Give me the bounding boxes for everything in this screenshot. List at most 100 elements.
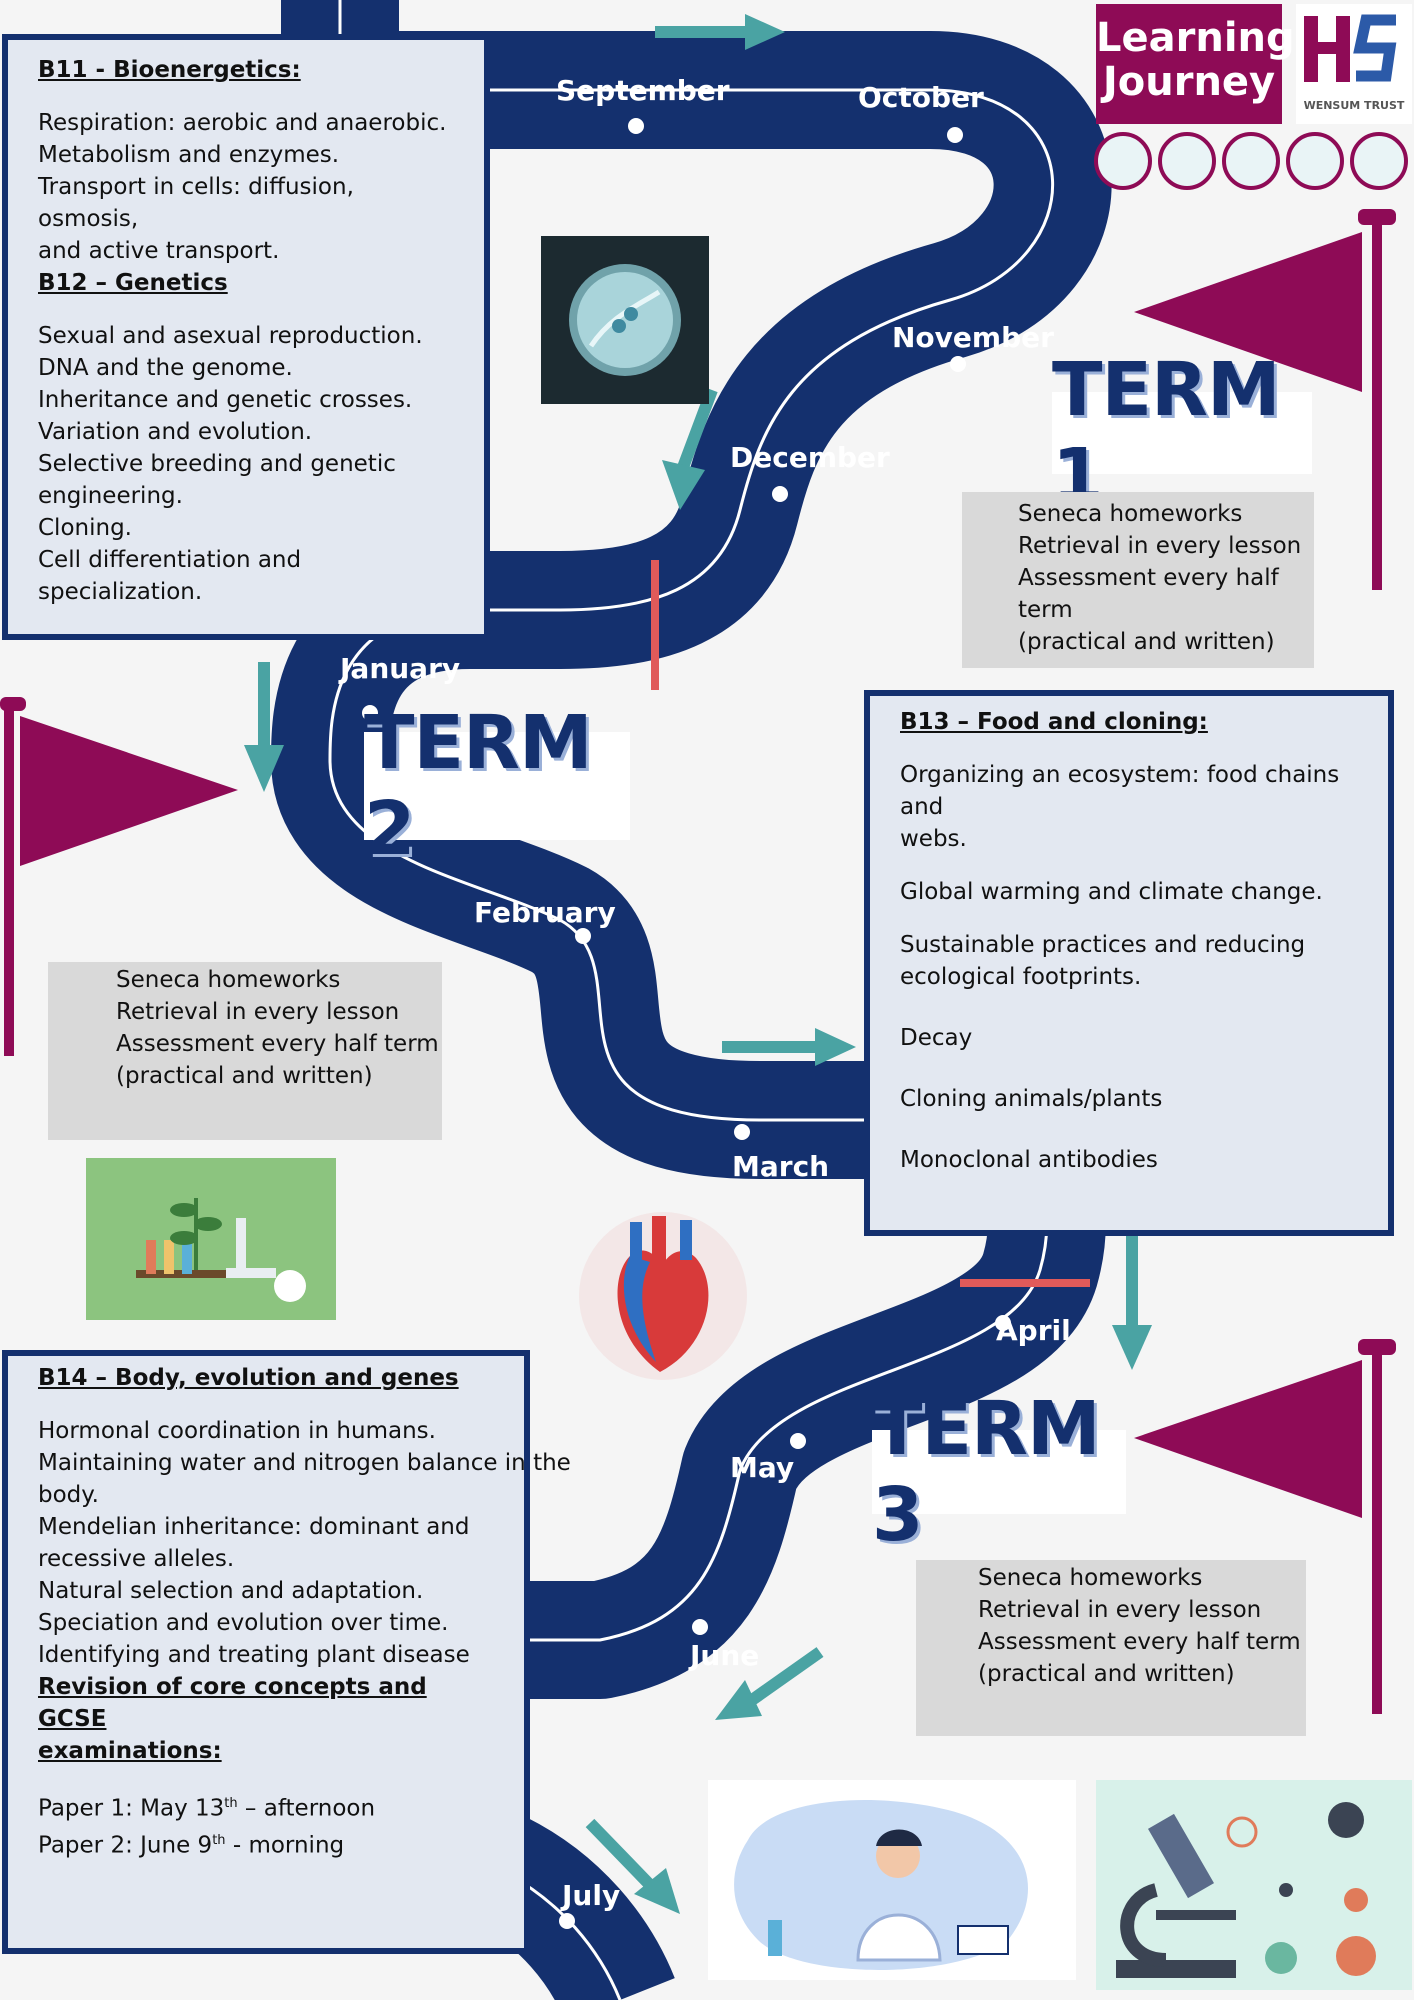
- b13-item: ecological footprints.: [900, 964, 1142, 990]
- b12-item: Selective breeding and genetic: [38, 451, 396, 477]
- b12-item: Cell differentiation and specialization.: [38, 547, 302, 605]
- hs-monogram-icon: [1304, 14, 1397, 82]
- b13-item: Monoclonal antibodies: [900, 1147, 1158, 1173]
- assessment-line: Assessment every half term: [978, 1629, 1301, 1655]
- paper1-text: Paper 1: May 13: [38, 1795, 225, 1822]
- arrow-down-icon: [1112, 1234, 1152, 1370]
- cell-division-image: [541, 236, 709, 404]
- assessment-line: (practical and written): [116, 1063, 373, 1089]
- month-january: January: [338, 652, 460, 685]
- b14-item: Maintaining water and nitrogen balance i…: [38, 1450, 571, 1476]
- term2-label: TERM 2: [364, 700, 630, 872]
- paper1-date: Paper 1: May 13th – afternoon: [38, 1788, 494, 1825]
- learning-journey-logo: Learning Journey: [1096, 4, 1295, 124]
- trust-logo: WENSUM TRUST: [1296, 4, 1412, 124]
- term3-assessment-box: Seneca homeworks Retrieval in every less…: [916, 1560, 1306, 1736]
- b13-item: Organizing an ecosystem: food chains and: [900, 762, 1340, 820]
- arrow-down-left-icon: [715, 1647, 824, 1720]
- month-june: June: [688, 1639, 759, 1672]
- b12-item: engineering.: [38, 483, 183, 509]
- month-dot: [772, 486, 788, 502]
- month-dot: [950, 356, 966, 372]
- lightbulb-head-icon: [1158, 132, 1216, 190]
- revision-heading: Revision of core concepts and GCSE: [38, 1674, 427, 1732]
- collaboration-icon: [1222, 132, 1280, 190]
- paper2-suffix: th: [212, 1832, 226, 1848]
- term1-label: TERM 1: [1052, 347, 1312, 519]
- month-dot: [947, 127, 963, 143]
- b12-item: DNA and the genome.: [38, 355, 293, 381]
- discipline-icon: [1350, 132, 1408, 190]
- month-november: November: [892, 321, 1054, 354]
- b14-item: Natural selection and adaptation.: [38, 1578, 424, 1604]
- term1-assessment-box: Seneca homeworks Retrieval in every less…: [962, 492, 1314, 668]
- month-may: May: [730, 1451, 794, 1484]
- lab-plant-image: [86, 1158, 336, 1320]
- month-dot: [362, 705, 378, 721]
- assessment-line: Seneca homeworks: [978, 1565, 1203, 1591]
- b13-topic-box: B13 – Food and cloning: Organizing an ec…: [864, 690, 1394, 1236]
- arrow-down-icon: [244, 662, 284, 792]
- b14-item: Mendelian inheritance: dominant and: [38, 1514, 470, 1540]
- b12-item: Inheritance and genetic crosses.: [38, 387, 413, 413]
- month-july: July: [560, 1879, 620, 1912]
- month-february: February: [474, 896, 616, 929]
- b13-item: webs.: [900, 826, 967, 852]
- b13-item: Decay: [900, 1025, 973, 1051]
- term3-label: TERM 3: [872, 1386, 1126, 1558]
- b12-heading: B12 – Genetics: [38, 270, 228, 296]
- b11-item: and active transport.: [38, 238, 280, 264]
- b13-heading: B13 – Food and cloning:: [900, 709, 1208, 735]
- paper2-text: Paper 2: June 9: [38, 1832, 213, 1859]
- arrow-down-right-icon: [585, 1818, 680, 1914]
- month-dot: [995, 1315, 1011, 1331]
- assessment-line: Assessment every half term: [116, 1031, 439, 1057]
- b12-item: Sexual and asexual reproduction.: [38, 323, 423, 349]
- paper2-session: - morning: [225, 1832, 345, 1859]
- paper1-session: – afternoon: [237, 1795, 376, 1822]
- paper2-date: Paper 2: June 9th - morning: [38, 1825, 494, 1862]
- assessment-line: (practical and written): [1018, 629, 1275, 655]
- assessment-line: (practical and written): [978, 1661, 1235, 1687]
- b14-item: Hormonal coordination in humans.: [38, 1418, 436, 1444]
- term1-flag: [1134, 209, 1396, 590]
- arrow-right-icon: [722, 1028, 856, 1066]
- assessment-line: Seneca homeworks: [1018, 501, 1243, 527]
- month-december: December: [730, 441, 890, 474]
- b12-item: Variation and evolution.: [38, 419, 313, 445]
- b11-item: Metabolism and enzymes.: [38, 142, 340, 168]
- arrow-right-icon: [655, 14, 785, 50]
- assessment-line: Assessment every half term: [1018, 565, 1279, 623]
- month-dot: [734, 1124, 750, 1140]
- b13-item: Sustainable practices and reducing: [900, 932, 1306, 958]
- b14-heading: B14 – Body, evolution and genes: [38, 1365, 459, 1391]
- microscope-image: [1096, 1780, 1412, 1990]
- month-dot: [692, 1619, 708, 1635]
- values-badges: [1092, 128, 1412, 194]
- magnifier-icon: [1094, 132, 1152, 190]
- logo-line-1: Learning: [1096, 15, 1295, 61]
- trust-name: WENSUM TRUST: [1303, 99, 1405, 112]
- term2-flag: [0, 697, 238, 1056]
- b14-item: Speciation and evolution over time.: [38, 1610, 449, 1636]
- logo-line-2: Journey: [1102, 59, 1276, 105]
- b13-item: Global warming and climate change.: [900, 879, 1323, 905]
- b11-heading: B11 - Bioenergetics:: [38, 57, 301, 83]
- b11-item: Respiration: aerobic and anaerobic.: [38, 110, 447, 136]
- month-march: March: [732, 1150, 829, 1183]
- month-september: September: [556, 74, 730, 107]
- heart-image: [570, 1196, 756, 1394]
- month-dot: [575, 928, 591, 944]
- assessment-line: Retrieval in every lesson: [1018, 533, 1302, 559]
- b13-item: Cloning animals/plants: [900, 1086, 1163, 1112]
- assessment-line: Retrieval in every lesson: [116, 999, 400, 1025]
- b11-b12-topic-box: B11 - Bioenergetics: Respiration: aerobi…: [2, 34, 490, 640]
- month-dot: [559, 1913, 575, 1929]
- month-dot: [628, 118, 644, 134]
- revision-heading: examinations:: [38, 1738, 222, 1764]
- term2-assessment-box: Seneca homeworks Retrieval in every less…: [48, 962, 442, 1140]
- scientist-image: [708, 1780, 1076, 1980]
- persistent-icon: [1286, 132, 1344, 190]
- paper1-suffix: th: [224, 1796, 238, 1811]
- b14-item: body.: [38, 1482, 99, 1508]
